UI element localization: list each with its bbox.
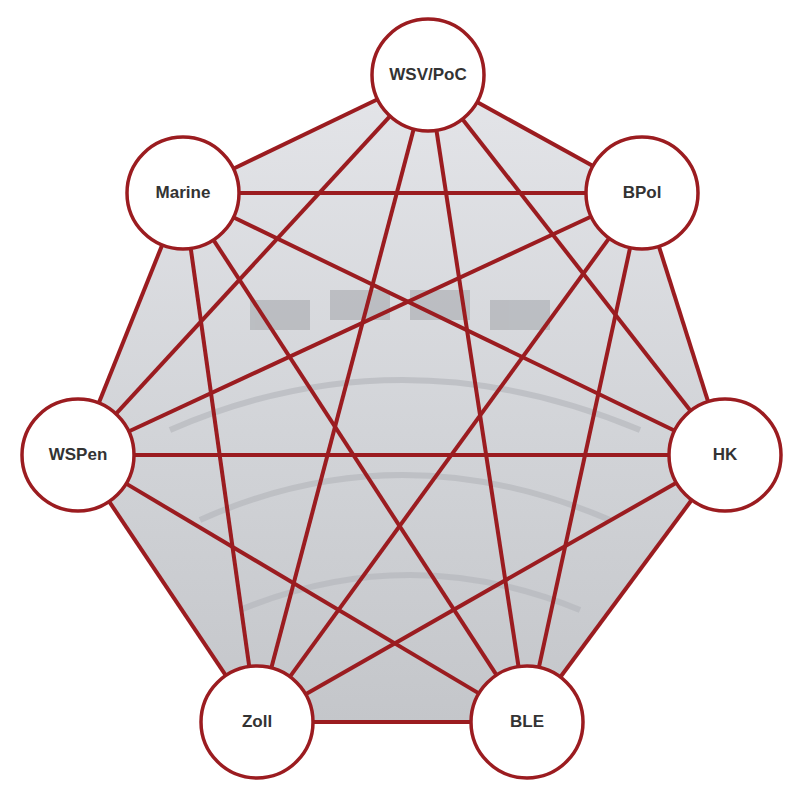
circle-border: [22, 399, 134, 511]
control-room-backdrop: [78, 75, 725, 722]
connection-line: [130, 217, 591, 431]
connection-line: [561, 501, 691, 676]
connection-line: [437, 131, 519, 665]
circle-border: [471, 666, 583, 778]
connection-line: [234, 218, 673, 430]
agency-circle: HK: [667, 397, 783, 513]
connection-line: [127, 484, 478, 693]
connection-line: [234, 100, 376, 169]
agency-circle: BLE: [469, 664, 585, 780]
agency-name: WSV/PoC: [389, 65, 466, 85]
agency-name: BLE: [510, 712, 544, 732]
agency-circle: WSV/PoC: [370, 17, 486, 133]
agency-name: BPol: [623, 183, 662, 203]
agency-circle: Marine: [125, 135, 241, 251]
circle-border: [127, 137, 239, 249]
circle-border: [669, 399, 781, 511]
connection-line: [272, 130, 414, 667]
agency-name: Marine: [156, 183, 211, 203]
connection-line: [659, 247, 708, 400]
connection-line: [135, 453, 668, 457]
agency-name: HK: [713, 445, 738, 465]
control-room-desks: [170, 380, 640, 610]
connection-line: [240, 191, 585, 195]
connection-line: [191, 249, 249, 665]
agency-name: Zoll: [242, 712, 272, 732]
connection-line: [110, 502, 226, 674]
agency-circle: BPol: [584, 135, 700, 251]
connection-line: [307, 483, 676, 694]
connection-line: [478, 103, 592, 166]
circle-border: [201, 666, 313, 778]
agency-circle: Zoll: [199, 664, 315, 780]
agency-circle: WSPen: [20, 397, 136, 513]
circle-border: [586, 137, 698, 249]
circle-border: [372, 19, 484, 131]
agency-name: WSPen: [49, 445, 108, 465]
connection-line: [314, 720, 470, 724]
connection-line: [99, 246, 162, 402]
